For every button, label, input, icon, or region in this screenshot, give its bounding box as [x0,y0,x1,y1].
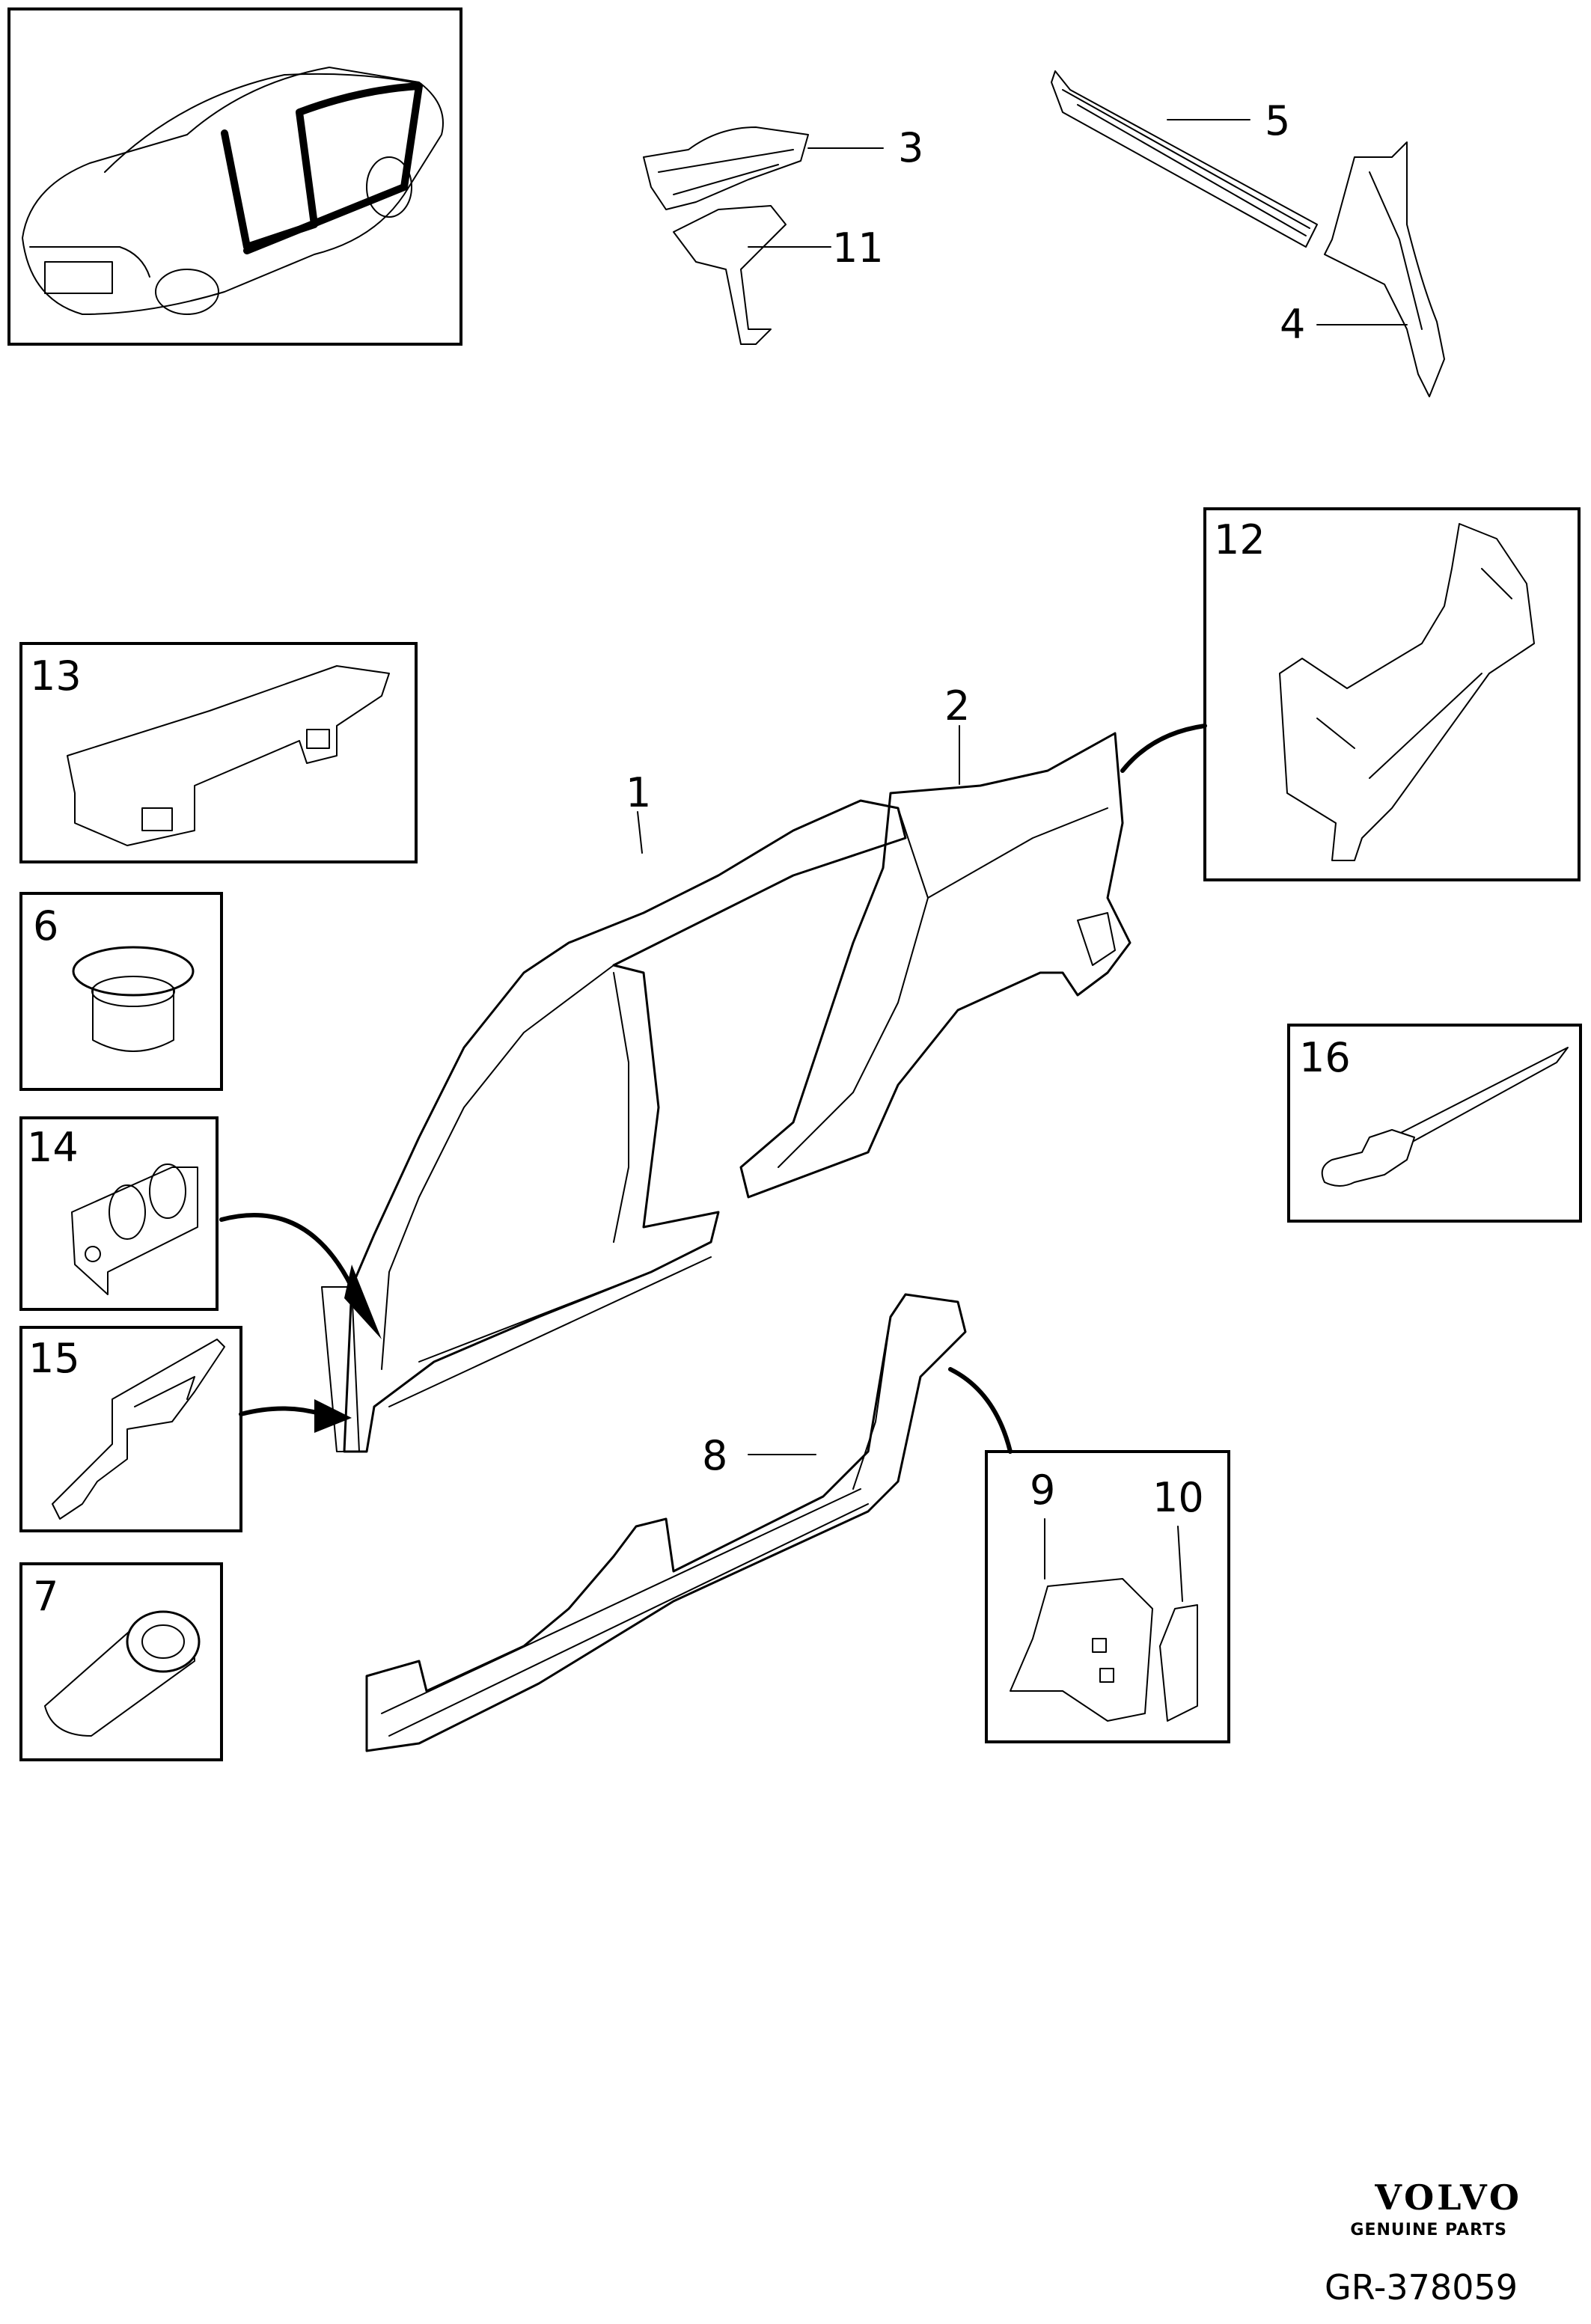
part-16-inset: 16 [1287,1024,1582,1223]
part-13-inset: 13 [19,642,418,863]
part-12-inset: 12 [1203,507,1581,881]
callout-3: 3 [898,124,923,171]
callout-13: 13 [30,652,82,700]
part-5: 5 [1051,70,1318,248]
callout-15: 15 [28,1335,80,1382]
brand-subtitle: GENUINE PARTS [1350,2221,1507,2239]
part-15-inset: 15 [19,1326,242,1532]
callout-14: 14 [27,1124,79,1171]
callout-10: 10 [1152,1474,1204,1521]
callout-8: 8 [702,1432,727,1479]
callout-7: 7 [33,1573,58,1620]
callout-9: 9 [1030,1467,1055,1514]
callout-4: 4 [1280,301,1305,348]
callout-6: 6 [33,902,58,950]
callout-2: 2 [944,682,970,730]
callout-12: 12 [1214,516,1265,563]
part-6-inset: 6 [19,892,223,1091]
callout-16: 16 [1299,1034,1351,1081]
overview-car-inset [7,7,462,346]
brand-logo: VOLVO [1375,2177,1522,2218]
part-11: 11 [673,205,884,345]
part-4: 4 [1280,141,1445,397]
part-1: 1 [321,769,907,1453]
part-7-inset: 7 [19,1562,223,1761]
part-8: 8 [365,1293,967,1752]
callout-5: 5 [1265,97,1290,144]
drawing-id: GR-378059 [1325,2267,1518,2308]
part-2: 2 [739,682,1132,1199]
callout-11: 11 [832,224,884,272]
part-3: 3 [643,124,923,210]
part-9-10-inset: 9 10 [985,1450,1230,1743]
callout-1: 1 [626,769,651,816]
part-14-inset: 14 [19,1116,219,1311]
